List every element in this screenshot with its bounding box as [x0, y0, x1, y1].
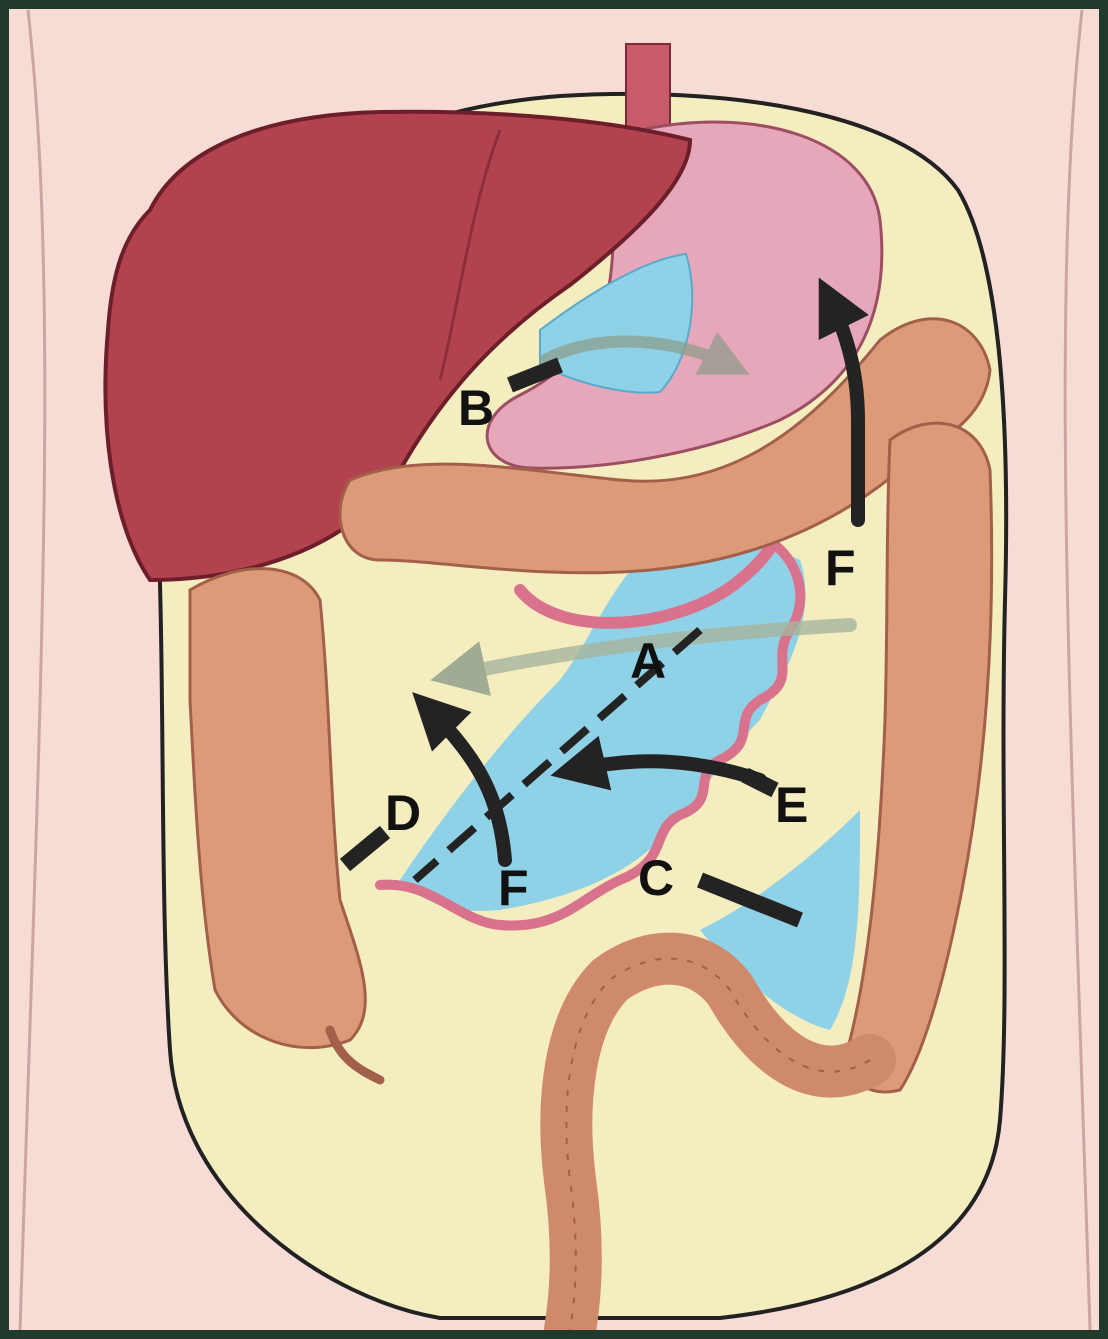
label-c: C — [638, 850, 674, 906]
label-b: B — [458, 380, 494, 436]
label-a: A — [630, 633, 666, 689]
label-e: E — [775, 777, 808, 833]
label-f-lower: F — [498, 860, 529, 916]
torso-outline-left — [20, 10, 45, 1330]
torso-outline-right — [1065, 10, 1090, 1330]
label-d: D — [385, 785, 421, 841]
abdominal-diagram: A B C D E F F — [9, 9, 1099, 1330]
label-f-upper: F — [825, 540, 856, 596]
